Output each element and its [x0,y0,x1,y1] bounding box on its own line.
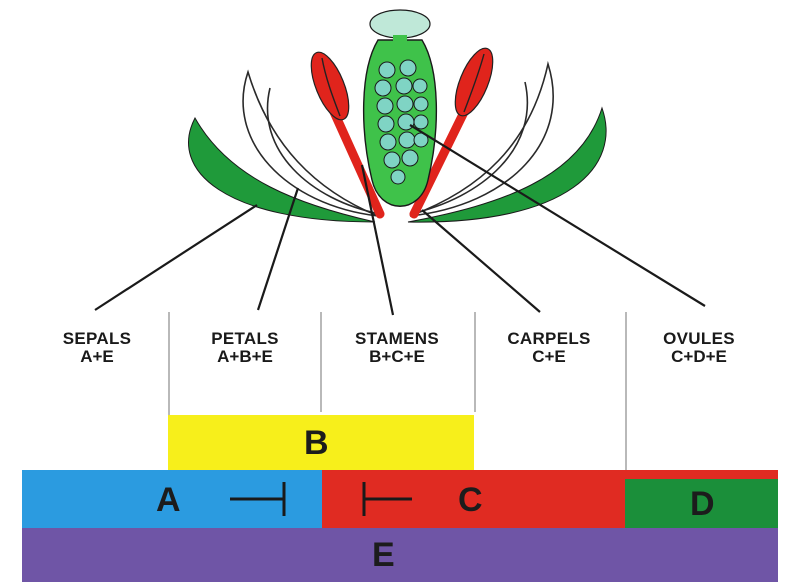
band-e [22,528,778,582]
organ-name-stamens: STAMENS [322,330,472,348]
band-c-extension [625,470,778,479]
organ-formula-stamens: B+C+E [322,348,472,366]
organ-label-ovules: OVULES C+D+E [624,330,774,366]
band-label-c: C [458,483,483,517]
organ-name-ovules: OVULES [624,330,774,348]
band-label-a: A [156,483,181,517]
organ-label-petals: PETALS A+B+E [170,330,320,366]
flower-illustration [0,0,790,320]
stigma [370,10,430,38]
organ-name-carpels: CARPELS [474,330,624,348]
organ-name-sepals: SEPALS [22,330,172,348]
organ-name-petals: PETALS [170,330,320,348]
band-label-d: D [690,487,715,521]
organ-label-sepals: SEPALS A+E [22,330,172,366]
organ-formula-sepals: A+E [22,348,172,366]
band-label-e: E [372,538,395,572]
organ-formula-ovules: C+D+E [624,348,774,366]
band-label-b: B [304,426,329,460]
right-stamen-anther [448,43,501,120]
organ-label-stamens: STAMENS B+C+E [322,330,472,366]
organ-formula-petals: A+B+E [170,348,320,366]
organ-formula-carpels: C+E [474,348,624,366]
organ-label-carpels: CARPELS C+E [474,330,624,366]
